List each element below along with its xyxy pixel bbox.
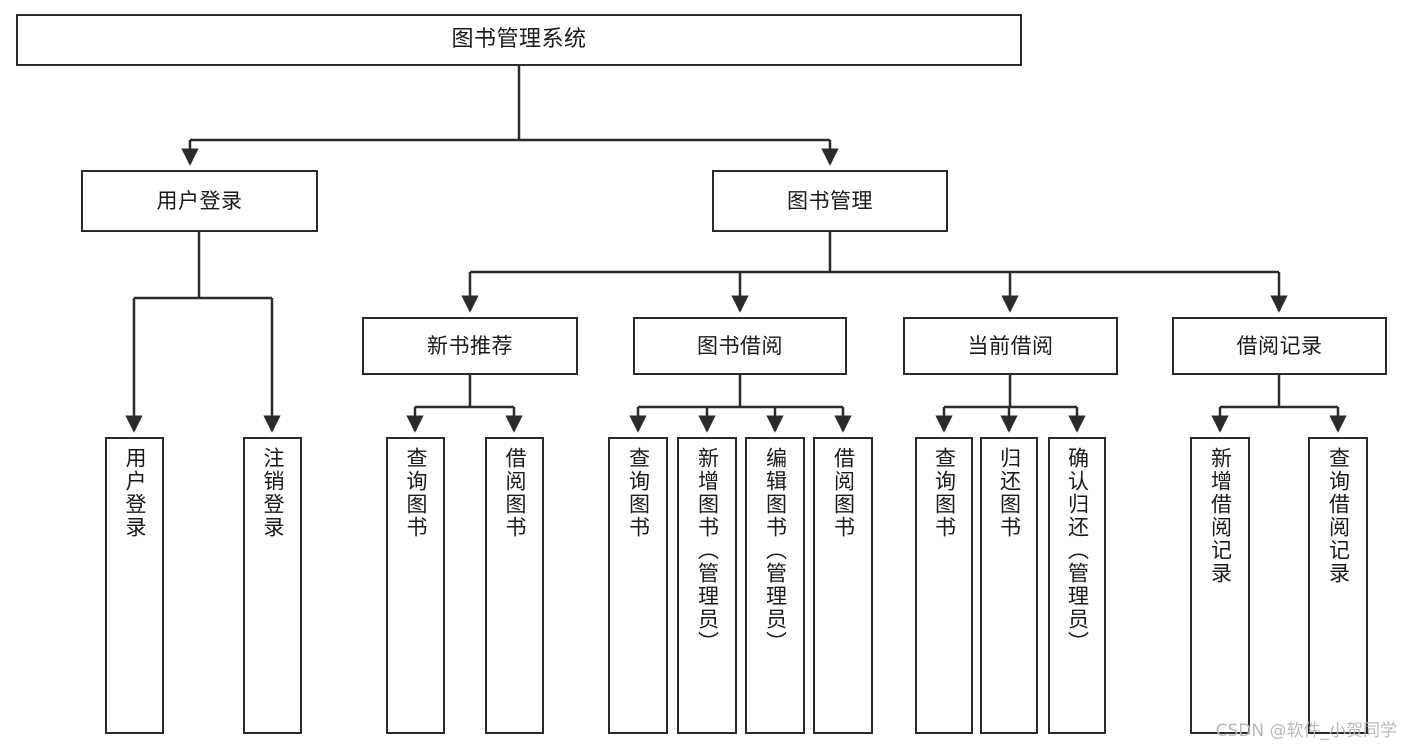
node-label: 借阅图书 [831,447,856,539]
leaf-query-borrow-record[interactable]: 查询借阅记录 [1308,437,1368,734]
node-label: 图书管理 [787,188,873,213]
node-borrow-records[interactable]: 借阅记录 [1172,317,1387,375]
node-label: 借阅记录 [1236,333,1323,358]
node-book-borrow[interactable]: 图书借阅 [633,317,847,375]
node-label: 新书推荐 [427,333,513,358]
node-label: 借阅图书 [503,447,527,539]
leaf-borrow-book[interactable]: 借阅图书 [813,437,873,734]
node-label: 新增图书（管理员） [695,447,720,654]
node-label: 查询借阅记录 [1326,447,1351,585]
node-label: 图书管理系统 [451,27,587,53]
leaf-query-book-current[interactable]: 查询图书 [915,437,973,734]
node-label: 确认归还（管理员） [1065,447,1090,654]
leaf-add-borrow-record[interactable]: 新增借阅记录 [1190,437,1250,734]
node-label: 用户登录 [123,447,147,539]
node-label: 注销登录 [261,447,285,539]
leaf-query-book-borrow[interactable]: 查询图书 [608,437,668,734]
leaf-return-book[interactable]: 归还图书 [980,437,1038,734]
node-label: 用户登录 [156,188,243,213]
leaf-confirm-return-admin[interactable]: 确认归还（管理员） [1048,437,1106,734]
leaf-user-login[interactable]: 用户登录 [105,437,164,734]
node-label: 查询图书 [932,447,957,539]
node-label: 归还图书 [997,447,1022,539]
node-user-login[interactable]: 用户登录 [81,170,318,232]
node-root-system[interactable]: 图书管理系统 [16,14,1022,66]
node-label: 编辑图书（管理员） [763,447,788,654]
leaf-edit-book-admin[interactable]: 编辑图书（管理员） [745,437,805,734]
leaf-borrow-book-new[interactable]: 借阅图书 [485,437,544,734]
leaf-query-book-new[interactable]: 查询图书 [386,437,445,734]
node-label: 新增借阅记录 [1208,447,1233,585]
leaf-add-book-admin[interactable]: 新增图书（管理员） [677,437,737,734]
node-book-management[interactable]: 图书管理 [712,170,948,232]
node-new-book-recommend[interactable]: 新书推荐 [362,317,578,375]
leaf-logout[interactable]: 注销登录 [243,437,302,734]
node-current-borrow[interactable]: 当前借阅 [903,317,1118,375]
node-label: 查询图书 [626,447,651,539]
node-label: 查询图书 [404,447,428,539]
node-label: 当前借阅 [967,333,1054,358]
node-label: 图书借阅 [697,333,783,358]
